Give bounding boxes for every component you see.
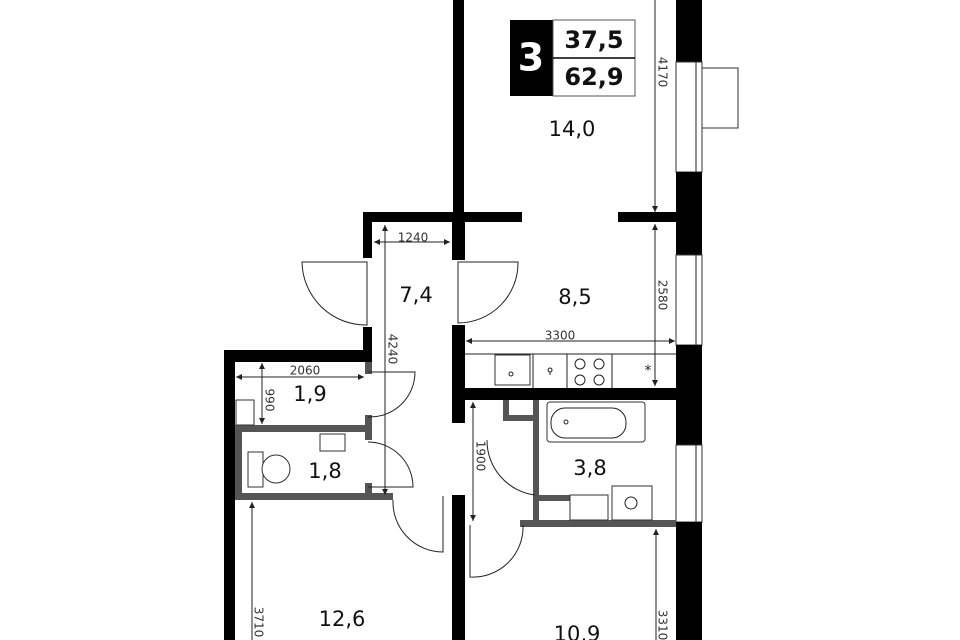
apartment-badge: 3 37,5 62,9 — [510, 19, 636, 97]
dim-2580: 2580 — [656, 280, 670, 311]
dim-1240: 1240 — [398, 231, 429, 245]
room-area-storage: 1,9 — [293, 382, 326, 406]
door-swing — [301, 261, 368, 326]
fixtures: * — [235, 353, 676, 521]
total-area: 62,9 — [564, 63, 623, 91]
room-area-bedroom-top: 14,0 — [549, 117, 596, 141]
walls — [224, 0, 676, 640]
kitchen-sink-icon — [494, 354, 531, 386]
room-area-hall: 7,4 — [399, 283, 432, 307]
dim-3310: 3310 — [656, 610, 670, 640]
living-area: 37,5 — [564, 26, 623, 54]
door-swing — [367, 371, 416, 418]
exterior-wall-right — [675, 0, 739, 640]
room-area-bathroom: 3,8 — [573, 456, 606, 480]
doors — [301, 261, 536, 578]
toilet-tank-icon — [247, 451, 264, 488]
door-swing — [457, 261, 519, 324]
boiler-icon — [235, 399, 255, 426]
room-area-wc: 1,8 — [308, 459, 341, 483]
room-area-bedroom-left: 12,6 — [319, 607, 366, 631]
bathtub-icon — [546, 401, 646, 443]
dim-3300: 3300 — [545, 329, 576, 343]
dim-3710: 3710 — [252, 607, 266, 638]
bath-sink-icon — [569, 494, 609, 521]
dim-1900: 1900 — [474, 441, 488, 472]
room-count: 3 — [518, 36, 544, 80]
room-area-bedroom-right: 10,9 — [554, 622, 601, 640]
dimension-lines — [236, 0, 675, 640]
window — [675, 254, 703, 346]
door-swing — [486, 439, 536, 496]
door-swing — [392, 496, 444, 553]
dim-990: 990 — [263, 389, 277, 412]
dim-4240: 4240 — [386, 334, 400, 365]
door-swing — [367, 441, 414, 488]
dim-2060: 2060 — [290, 364, 321, 378]
stove-icon — [574, 358, 605, 386]
tap-icon — [547, 367, 553, 376]
window — [675, 444, 703, 523]
room-area-kitchen: 8,5 — [558, 285, 591, 309]
door-swing — [469, 524, 524, 578]
window — [675, 61, 703, 173]
dim-4170: 4170 — [656, 57, 670, 88]
washing-machine-icon — [611, 485, 653, 521]
wc-sink-icon — [319, 433, 346, 452]
balcony — [701, 67, 739, 129]
toilet-icon — [261, 454, 291, 484]
fridge-icon: * — [645, 363, 652, 379]
